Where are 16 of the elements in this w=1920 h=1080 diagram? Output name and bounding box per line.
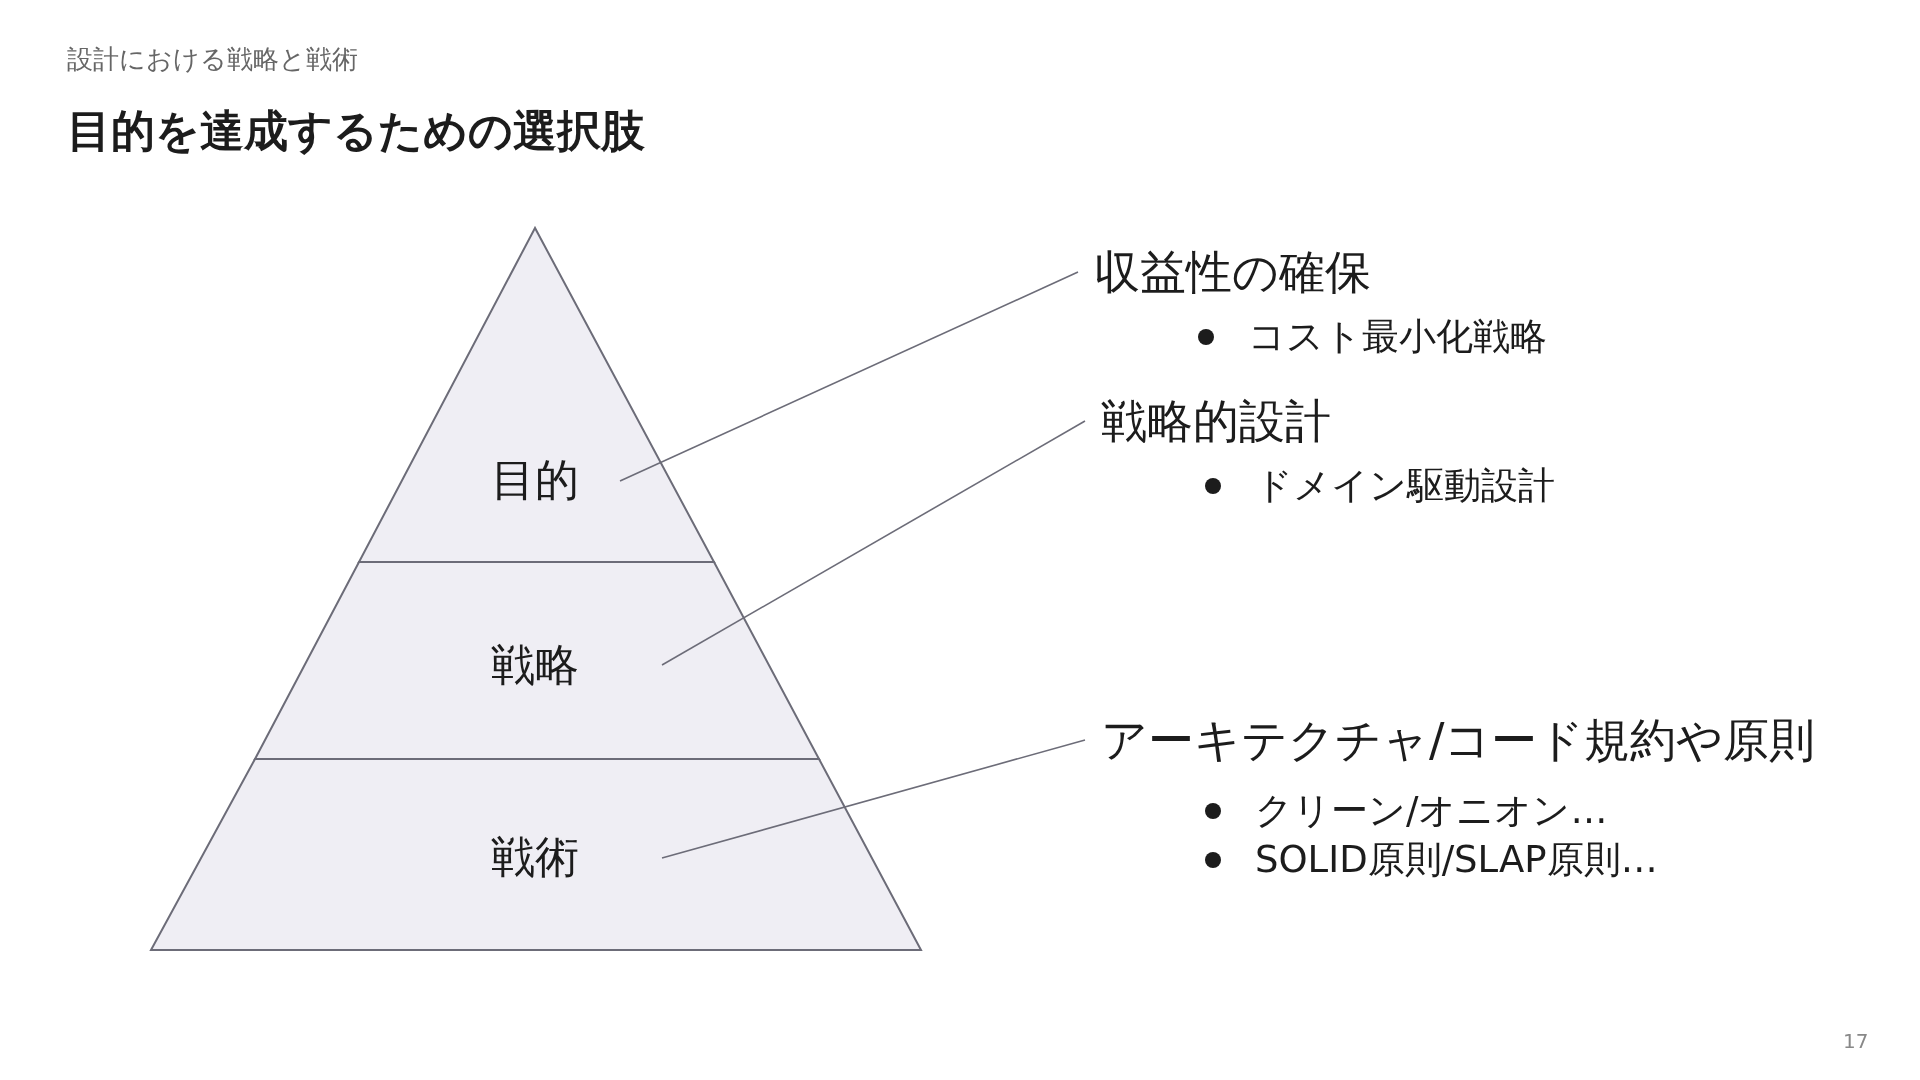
section-heading: 設計における戦略と戦術	[67, 43, 358, 76]
heading-text: 収益性の確保	[1093, 244, 1371, 301]
bullet-text: ドメイン駆動設計	[1255, 463, 1555, 509]
heading-text: アーキテクチャ/コード規約や原則	[1100, 712, 1816, 769]
bullet-text: クリーン/オニオン…	[1255, 788, 1608, 834]
band-label: 目的	[491, 452, 579, 507]
heading-text: 戦略的設計	[1100, 393, 1331, 450]
slide-title: 目的を達成するための選択肢	[67, 104, 645, 158]
band-label: 戦術	[491, 829, 579, 884]
leader-line	[619, 271, 1079, 482]
bullet-text: コスト最小化戦略	[1248, 314, 1547, 360]
leader-line	[661, 420, 1086, 666]
bullet-text: SOLID原則/SLAP原則…	[1255, 837, 1658, 883]
page-number: 17	[1843, 1029, 1869, 1053]
band-label: 戦略	[491, 637, 579, 692]
leader-line	[661, 739, 1086, 859]
